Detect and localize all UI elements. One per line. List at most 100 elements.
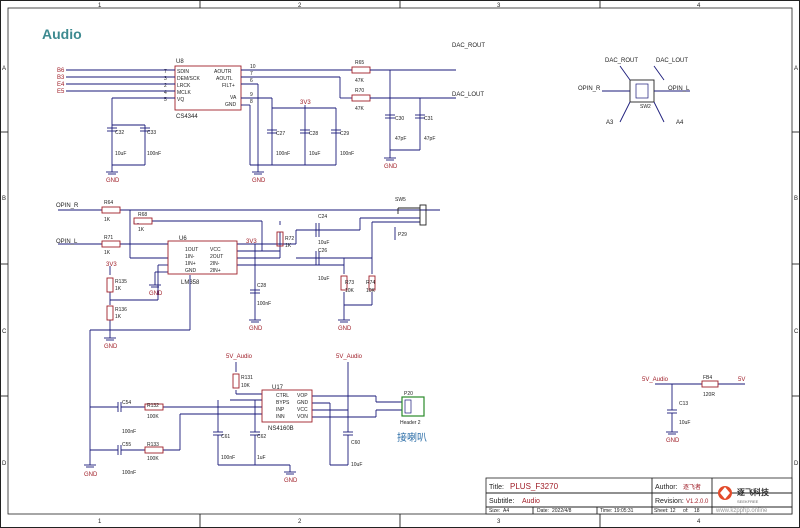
- svg-text:9: 9: [250, 92, 253, 98]
- svg-text:8: 8: [250, 99, 253, 105]
- title-label: Title:: [489, 484, 504, 491]
- u6-pin-gnd: GND: [185, 268, 197, 274]
- net-e4: E4: [57, 82, 65, 88]
- r131-resistor: [232, 373, 240, 389]
- fb4-wires: [655, 383, 745, 435]
- u6-part: LM358: [181, 280, 200, 286]
- r71-value: 1K: [104, 250, 111, 256]
- u8-pin-sdin: SDIN: [177, 69, 189, 75]
- u17-pin-ctrl: CTRL: [276, 393, 289, 399]
- title-value: PLUS_F3270: [510, 482, 559, 491]
- fb4-ref: FB4: [703, 375, 712, 381]
- c62-ref: C62: [257, 434, 266, 440]
- r136-value: 1K: [115, 314, 122, 320]
- subtitle-value: Audio: [522, 498, 540, 505]
- u8-input-wires: [66, 69, 175, 126]
- sw2-ref: SW2: [640, 104, 651, 110]
- gnd-8: GND: [84, 472, 98, 478]
- net-e5: E5: [57, 89, 65, 95]
- u17-pin-vop: VOP: [297, 393, 308, 399]
- revision-value: V1.2.0.0: [686, 499, 709, 505]
- c29-ref: C29: [340, 131, 349, 137]
- c28-ref: C28: [309, 131, 318, 137]
- watermark: www.kzpphp.online: [715, 508, 768, 514]
- c32-ref: C32: [115, 130, 124, 136]
- gnd-6: GND: [249, 326, 263, 332]
- r135-resistor: [106, 277, 114, 293]
- net-a3: A3: [606, 120, 614, 126]
- c28b-value: 100nF: [257, 301, 271, 307]
- u8-pin-aoutl: AOUTL: [216, 76, 233, 82]
- r68-value: 1K: [138, 227, 145, 233]
- row-label-right-c: C: [794, 329, 799, 335]
- net-opin-r: OPIN_R: [56, 203, 79, 209]
- size-value: A4: [503, 508, 509, 514]
- svg-text:6: 6: [250, 78, 253, 84]
- date-value: 2022/4/8: [552, 508, 572, 514]
- p20-ref: P20: [404, 391, 413, 397]
- row-label-right-d: D: [794, 461, 799, 467]
- c24-ref: C24: [318, 214, 327, 220]
- c26-value: 10uF: [318, 276, 329, 282]
- u6-pin-1out: 1OUT: [185, 247, 198, 253]
- c32-c33-group: [106, 125, 150, 175]
- logo-text-cn: 逐飞科技: [737, 487, 770, 497]
- page-title: Audio: [42, 26, 82, 42]
- company-logo: [718, 486, 732, 500]
- title-block: [485, 477, 793, 515]
- sheet-label: Sheet:: [654, 508, 668, 514]
- r73-value: 10K: [345, 288, 355, 294]
- of-value: 18: [694, 508, 700, 514]
- u17-pin-von: VON: [297, 414, 308, 420]
- u8-part: CS4344: [176, 114, 198, 120]
- u8-pin-aoutr: AOUTR: [214, 69, 232, 75]
- u8-pin-dem: DEM/SCK: [177, 76, 200, 82]
- chip-u6: [167, 240, 238, 275]
- opamp-input-wires: [58, 209, 440, 338]
- r68-resistor: [133, 217, 153, 225]
- col-label-top-1: 1: [98, 3, 102, 9]
- net-5v-audio-a: 5V_Audio: [226, 354, 253, 360]
- u8-output-wires: [241, 69, 352, 175]
- dac-wires: [370, 69, 456, 161]
- net-dac-lout: DAC_LOUT: [452, 92, 484, 98]
- c33-value: 100nF: [147, 151, 161, 157]
- u8-pin-lrck: LRCK: [177, 83, 191, 89]
- r73-resistor: [340, 275, 348, 291]
- audio-jack: [397, 204, 427, 226]
- u17-pin-inp: INP: [276, 407, 285, 413]
- net-5v: 5V: [738, 377, 745, 383]
- c61-value: 100nF: [221, 455, 235, 461]
- r64-ref: R64: [104, 200, 113, 206]
- c33-ref: C33: [147, 130, 156, 136]
- col-label-bottom-2: 2: [298, 519, 302, 525]
- u6-pin-2in-: 2IN-: [210, 261, 220, 267]
- r133-resistor: [144, 446, 164, 454]
- c31-ref: C31: [424, 116, 433, 122]
- r135-value: 1K: [115, 286, 122, 292]
- c60-value: 10uF: [351, 462, 362, 468]
- svg-text:7: 7: [164, 69, 167, 75]
- chip-u8: U8 SDIN DEM/SCK LRCK MCLK VQ AOUTR AOUTL…: [164, 59, 256, 120]
- r132-resistor: [144, 403, 164, 411]
- c31-value: 47pF: [424, 136, 435, 142]
- c24-value: 10uF: [318, 240, 329, 246]
- svg-text:5: 5: [164, 97, 167, 103]
- net-b6: B6: [57, 68, 65, 74]
- row-label-left-a: A: [2, 66, 6, 72]
- author-label: Author:: [655, 484, 678, 491]
- net-3v3-c: 3V3: [246, 239, 257, 245]
- r72-resistor: [276, 231, 284, 247]
- net-opin-l-sw: OPIN_L: [668, 86, 690, 92]
- r136-resistor: [106, 305, 114, 321]
- u8-pin-mclk: MCLK: [177, 90, 192, 96]
- r132-value: 100K: [147, 414, 159, 420]
- r71-resistor: [101, 240, 121, 248]
- net-5v-audio-b: 5V_Audio: [336, 354, 363, 360]
- net-3v3-b: 3V3: [106, 262, 117, 268]
- speaker-note: 接喇叭: [397, 431, 427, 444]
- c29-value: 100nF: [340, 151, 354, 157]
- r72-ref: R72: [285, 236, 294, 242]
